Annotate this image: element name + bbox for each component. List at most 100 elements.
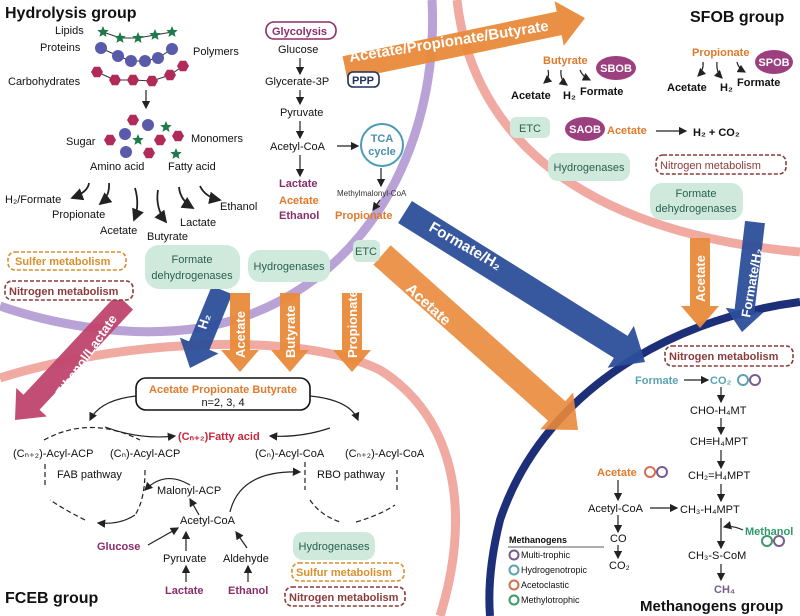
formate-dehydrogenases-box-line2: dehydrogenases bbox=[151, 270, 233, 282]
meth-ch3-s-com: CH₃-S-CoM bbox=[688, 550, 746, 562]
sugar-hexagon-icon bbox=[109, 74, 121, 86]
arrow-down-propionate bbox=[333, 293, 371, 372]
sfob-formate-dehydrogenases-line2: dehydrogenases bbox=[655, 203, 737, 215]
label-glycerate-3p: Glycerate-3P bbox=[265, 76, 329, 88]
fceb-acyl-coa-n2: (Cₙ₊₂)-Acyl-CoA bbox=[345, 448, 425, 460]
sugar-hexagon-icon bbox=[177, 60, 189, 72]
sfob-b-acetate: Acetate bbox=[511, 90, 551, 102]
fceb-fab-pathway: FAB pathway bbox=[57, 469, 122, 481]
fceb-n-values: n=2, 3, 4 bbox=[201, 397, 244, 409]
label-lipids: Lipids bbox=[55, 25, 84, 37]
lipid-star-icon bbox=[149, 29, 161, 40]
product-propionate: Propionate bbox=[52, 209, 105, 221]
meth-co: CO bbox=[610, 533, 627, 545]
label-polymers: Polymers bbox=[193, 46, 239, 58]
sbob-bubble: SBOB bbox=[600, 63, 632, 75]
sugar-hexagon-icon bbox=[127, 114, 139, 126]
methanogens-legend: Methanogens Multi-trophicHydrogenotropic… bbox=[508, 535, 604, 606]
molecule-icons bbox=[91, 26, 189, 159]
methanogens-title: Methanogens group bbox=[640, 598, 783, 615]
meth-cho-h4mt: CHO-H₄MT bbox=[690, 405, 747, 417]
label-cycle: cycle bbox=[368, 146, 396, 158]
label-propionate: Propionate bbox=[335, 210, 392, 222]
pink-band-lower bbox=[0, 339, 461, 616]
fceb-hydrogenases-box: Hydrogenases bbox=[299, 541, 370, 553]
fceb-title: FCEB group bbox=[5, 590, 99, 607]
label-sugar: Sugar bbox=[66, 136, 96, 148]
lipid-star-icon bbox=[132, 134, 144, 145]
fceb-substrates: Acetate Propionate Butyrate bbox=[149, 384, 297, 396]
fceb-lactate: Lactate bbox=[165, 585, 204, 597]
label-monomers: Monomers bbox=[191, 133, 243, 145]
label-carbohydrates: Carbohydrates bbox=[8, 76, 81, 88]
sfob-h2-co2: H₂ + CO₂ bbox=[693, 127, 740, 139]
fceb-sulfur-metabolism-tag: Sulfur metabolism bbox=[296, 567, 392, 579]
amino-acid-circle-icon bbox=[166, 43, 178, 55]
label-amino-acid: Amino acid bbox=[90, 161, 144, 173]
sugar-hexagon-icon bbox=[104, 134, 116, 146]
sfob-b-h2: H₂ bbox=[563, 90, 576, 102]
legend-swatch-icon bbox=[508, 564, 520, 576]
label-glucose: Glucose bbox=[278, 44, 318, 56]
sfob-p-formate: Formate bbox=[737, 77, 780, 89]
label-acetate: Acetate bbox=[279, 195, 319, 207]
meth-ch2-h4mpt: CH₂=H₄MPT bbox=[688, 470, 751, 482]
sfob-title: SFOB group bbox=[690, 9, 784, 26]
meth-co2: CO₂ bbox=[710, 375, 732, 387]
fceb-rbo-pathway: RBO pathway bbox=[317, 469, 385, 481]
sfob-etc-box: ETC bbox=[519, 123, 541, 135]
lipid-star-icon bbox=[97, 26, 109, 37]
legend-item: Hydrogenotropic bbox=[521, 565, 588, 575]
arrow-vfa bbox=[342, 1, 585, 80]
meth-ch3-h4mpt: CH₃-H₄MPT bbox=[680, 504, 740, 516]
label-methylmalonyl-coa: Methylmalonyl-CoA bbox=[337, 189, 407, 198]
sugar-hexagon-icon bbox=[172, 130, 184, 142]
arrow-acetate bbox=[373, 245, 578, 430]
meth-nitrogen-metabolism-tag: Nitrogen metabolism bbox=[669, 351, 779, 363]
lipid-star-icon bbox=[114, 32, 126, 43]
product-ethanol: Ethanol bbox=[220, 201, 257, 213]
meth-ch-h4mpt: CH≡H₄MPT bbox=[690, 436, 748, 448]
arrow-down-butyrate bbox=[271, 293, 309, 372]
label-proteins: Proteins bbox=[40, 42, 81, 54]
amino-acid-circle-icon bbox=[125, 55, 137, 67]
fceb-fatty-acid: (Cₙ₊₂)Fatty acid bbox=[178, 431, 260, 443]
label-acetyl-coa: Acetyl-CoA bbox=[270, 141, 326, 153]
label-lactate: Lactate bbox=[279, 178, 318, 190]
etc-box: ETC bbox=[355, 246, 377, 258]
hydrolysis-title: Hydrolysis group bbox=[5, 5, 137, 22]
rbo-cycle bbox=[304, 462, 398, 523]
label-pyruvate: Pyruvate bbox=[280, 107, 323, 119]
sfob-b-formate: Formate bbox=[580, 86, 623, 98]
fceb-ethanol: Ethanol bbox=[228, 585, 268, 597]
amino-acid-circle-icon bbox=[119, 128, 131, 140]
label-fatty-acid: Fatty acid bbox=[168, 161, 216, 173]
sugar-hexagon-icon bbox=[146, 75, 158, 87]
amino-acid-circle-icon bbox=[152, 52, 164, 64]
lipid-star-icon bbox=[160, 121, 172, 132]
arrow-label-down-butyrate: Butyrate bbox=[283, 305, 298, 358]
legend-swatch-icon bbox=[508, 594, 520, 606]
saob-bubble: SAOB bbox=[569, 124, 601, 136]
label-tca: TCA bbox=[371, 133, 394, 145]
spob-bubble: SPOB bbox=[758, 57, 789, 69]
product-lactate: Lactate bbox=[180, 217, 216, 229]
product-butyrate: Butyrate bbox=[147, 231, 188, 243]
arrow-label-right-acetate: Acetate bbox=[693, 255, 708, 302]
meth-acetate: Acetate bbox=[597, 467, 637, 479]
fceb-malonyl-acp: Malonyl-ACP bbox=[157, 485, 221, 497]
legend-item: Acetoclastic bbox=[521, 580, 570, 590]
fceb-nitrogen-metabolism-tag: Nitrogen metabolism bbox=[289, 592, 399, 604]
sfob-p-acetate: Acetate bbox=[667, 82, 707, 94]
navy-band bbox=[485, 298, 800, 616]
arrow-ethanol-lactate bbox=[15, 294, 134, 420]
hydrolysis-product-arrows bbox=[70, 182, 222, 224]
arrow-label-down-acetate: Acetate bbox=[233, 311, 248, 358]
sfob-s-acetate: Acetate bbox=[607, 125, 647, 137]
legend-item: Multi-trophic bbox=[521, 550, 571, 560]
sugar-hexagon-icon bbox=[91, 66, 103, 78]
meth-co2-out: CO₂ bbox=[609, 560, 630, 572]
sugar-hexagon-icon bbox=[127, 74, 139, 86]
amino-acid-circle-icon bbox=[142, 119, 154, 131]
sfob-nitrogen-metabolism-tag: Nitrogen metabolism bbox=[660, 160, 761, 172]
